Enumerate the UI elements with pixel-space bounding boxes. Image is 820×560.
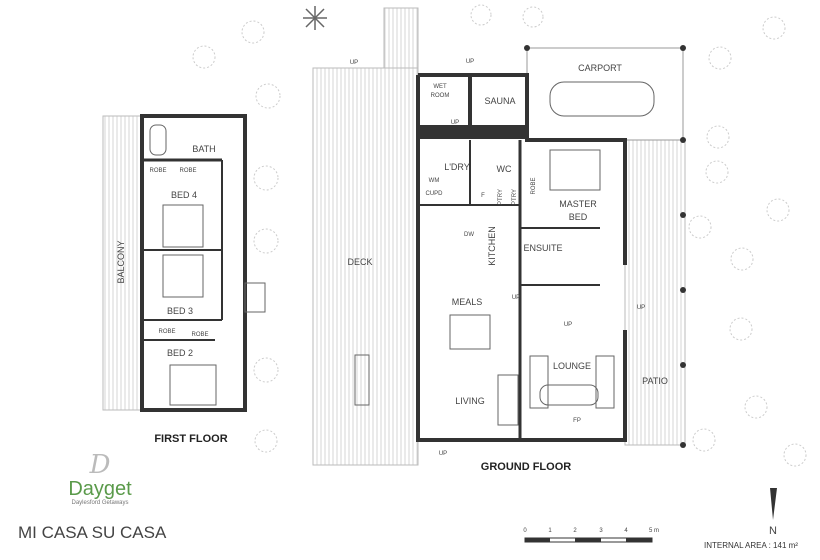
scale-tick: 5 m [649, 528, 659, 534]
up-label: UP [564, 322, 572, 328]
room-label-pantry: PTRY [498, 189, 504, 205]
room-label-master-bed: BED [569, 212, 588, 222]
room-label-robe: ROBE [191, 332, 208, 338]
up-label: UP [439, 451, 447, 457]
car-icon [549, 81, 655, 117]
logo-name: Dayget [68, 478, 132, 500]
room-label-balcony: BALCONY [116, 240, 126, 283]
room-label-laundry: L'DRY [444, 162, 470, 172]
first-floor-title: FIRST FLOOR [154, 433, 227, 445]
up-label: UP [512, 295, 520, 301]
internal-area: INTERNAL AREA : 141 m² [704, 541, 798, 550]
logo-tagline: Daylesford Getaways [71, 500, 129, 506]
ground-floor-plan: WET ROOM SAUNA CARPORT L'DRY WC WM CUPD … [312, 7, 686, 473]
room-label-bed-2: BED 2 [167, 348, 193, 358]
room-label-master-bed: MASTER [559, 199, 597, 209]
deck [312, 67, 419, 466]
scale-tick: 0 [523, 528, 527, 534]
dining-table [449, 314, 491, 350]
room-label-patio: PATIO [642, 376, 668, 386]
room-label-carport: CARPORT [578, 63, 622, 73]
north-label: N [769, 525, 777, 537]
room-label-robe: ROBE [158, 329, 175, 335]
north-arrow-icon: N [769, 488, 777, 537]
palm-icon [303, 6, 327, 30]
room-label-dw: DW [464, 232, 474, 238]
trees [192, 4, 807, 467]
room-label-wc: WC [497, 164, 512, 174]
room-label-meals: MEALS [452, 297, 483, 307]
logo-letter: D [89, 450, 111, 480]
dayget-logo: D Dayget Daylesford Getaways [60, 452, 140, 506]
scale-tick: 2 [573, 528, 577, 534]
ground-floor-title: GROUND FLOOR [481, 461, 571, 473]
room-label-living: LIVING [455, 396, 485, 406]
room-label-bath: BATH [192, 144, 215, 154]
room-label-deck: DECK [347, 257, 372, 267]
room-label-wet-room: ROOM [431, 93, 450, 99]
room-label-robe: ROBE [179, 168, 196, 174]
scale-bar: 0 1 2 3 4 5 m [523, 528, 659, 543]
room-label-fridge: F [481, 193, 485, 199]
up-label: UP [637, 305, 645, 311]
room-label-lounge: LOUNGE [553, 361, 591, 371]
patio [624, 139, 686, 446]
up-label: UP [350, 60, 358, 66]
first-floor-plan: BATH ROBE ROBE BED 4 BED 3 ROBE ROBE BED… [102, 114, 266, 445]
room-label-bed-4: BED 4 [171, 190, 197, 200]
room-label-pantry: PTRY [512, 189, 518, 205]
room-label-robe: ROBE [149, 168, 166, 174]
room-label-bed-3: BED 3 [167, 306, 193, 316]
stair-up-labels: UP UP UP UP UP UP UP [350, 59, 645, 457]
deck-table [354, 354, 370, 406]
room-label-fireplace: FP [573, 418, 581, 424]
scale-tick: 4 [624, 528, 628, 534]
room-label-sauna: SAUNA [484, 96, 515, 106]
balcony [102, 115, 143, 411]
property-name: MI CASA SU CASA [18, 523, 167, 542]
room-label-cupd: CUPD [425, 191, 443, 197]
up-label: UP [466, 59, 474, 65]
up-label: UP [451, 120, 459, 126]
room-label-wm: WM [429, 178, 440, 184]
room-label-ensuite: ENSUITE [523, 243, 562, 253]
scale-tick: 1 [548, 528, 552, 534]
room-label-kitchen: KITCHEN [487, 226, 497, 266]
room-label-wet-room: WET [433, 84, 447, 90]
room-label-robe: ROBE [531, 177, 537, 194]
scale-tick: 3 [599, 528, 603, 534]
